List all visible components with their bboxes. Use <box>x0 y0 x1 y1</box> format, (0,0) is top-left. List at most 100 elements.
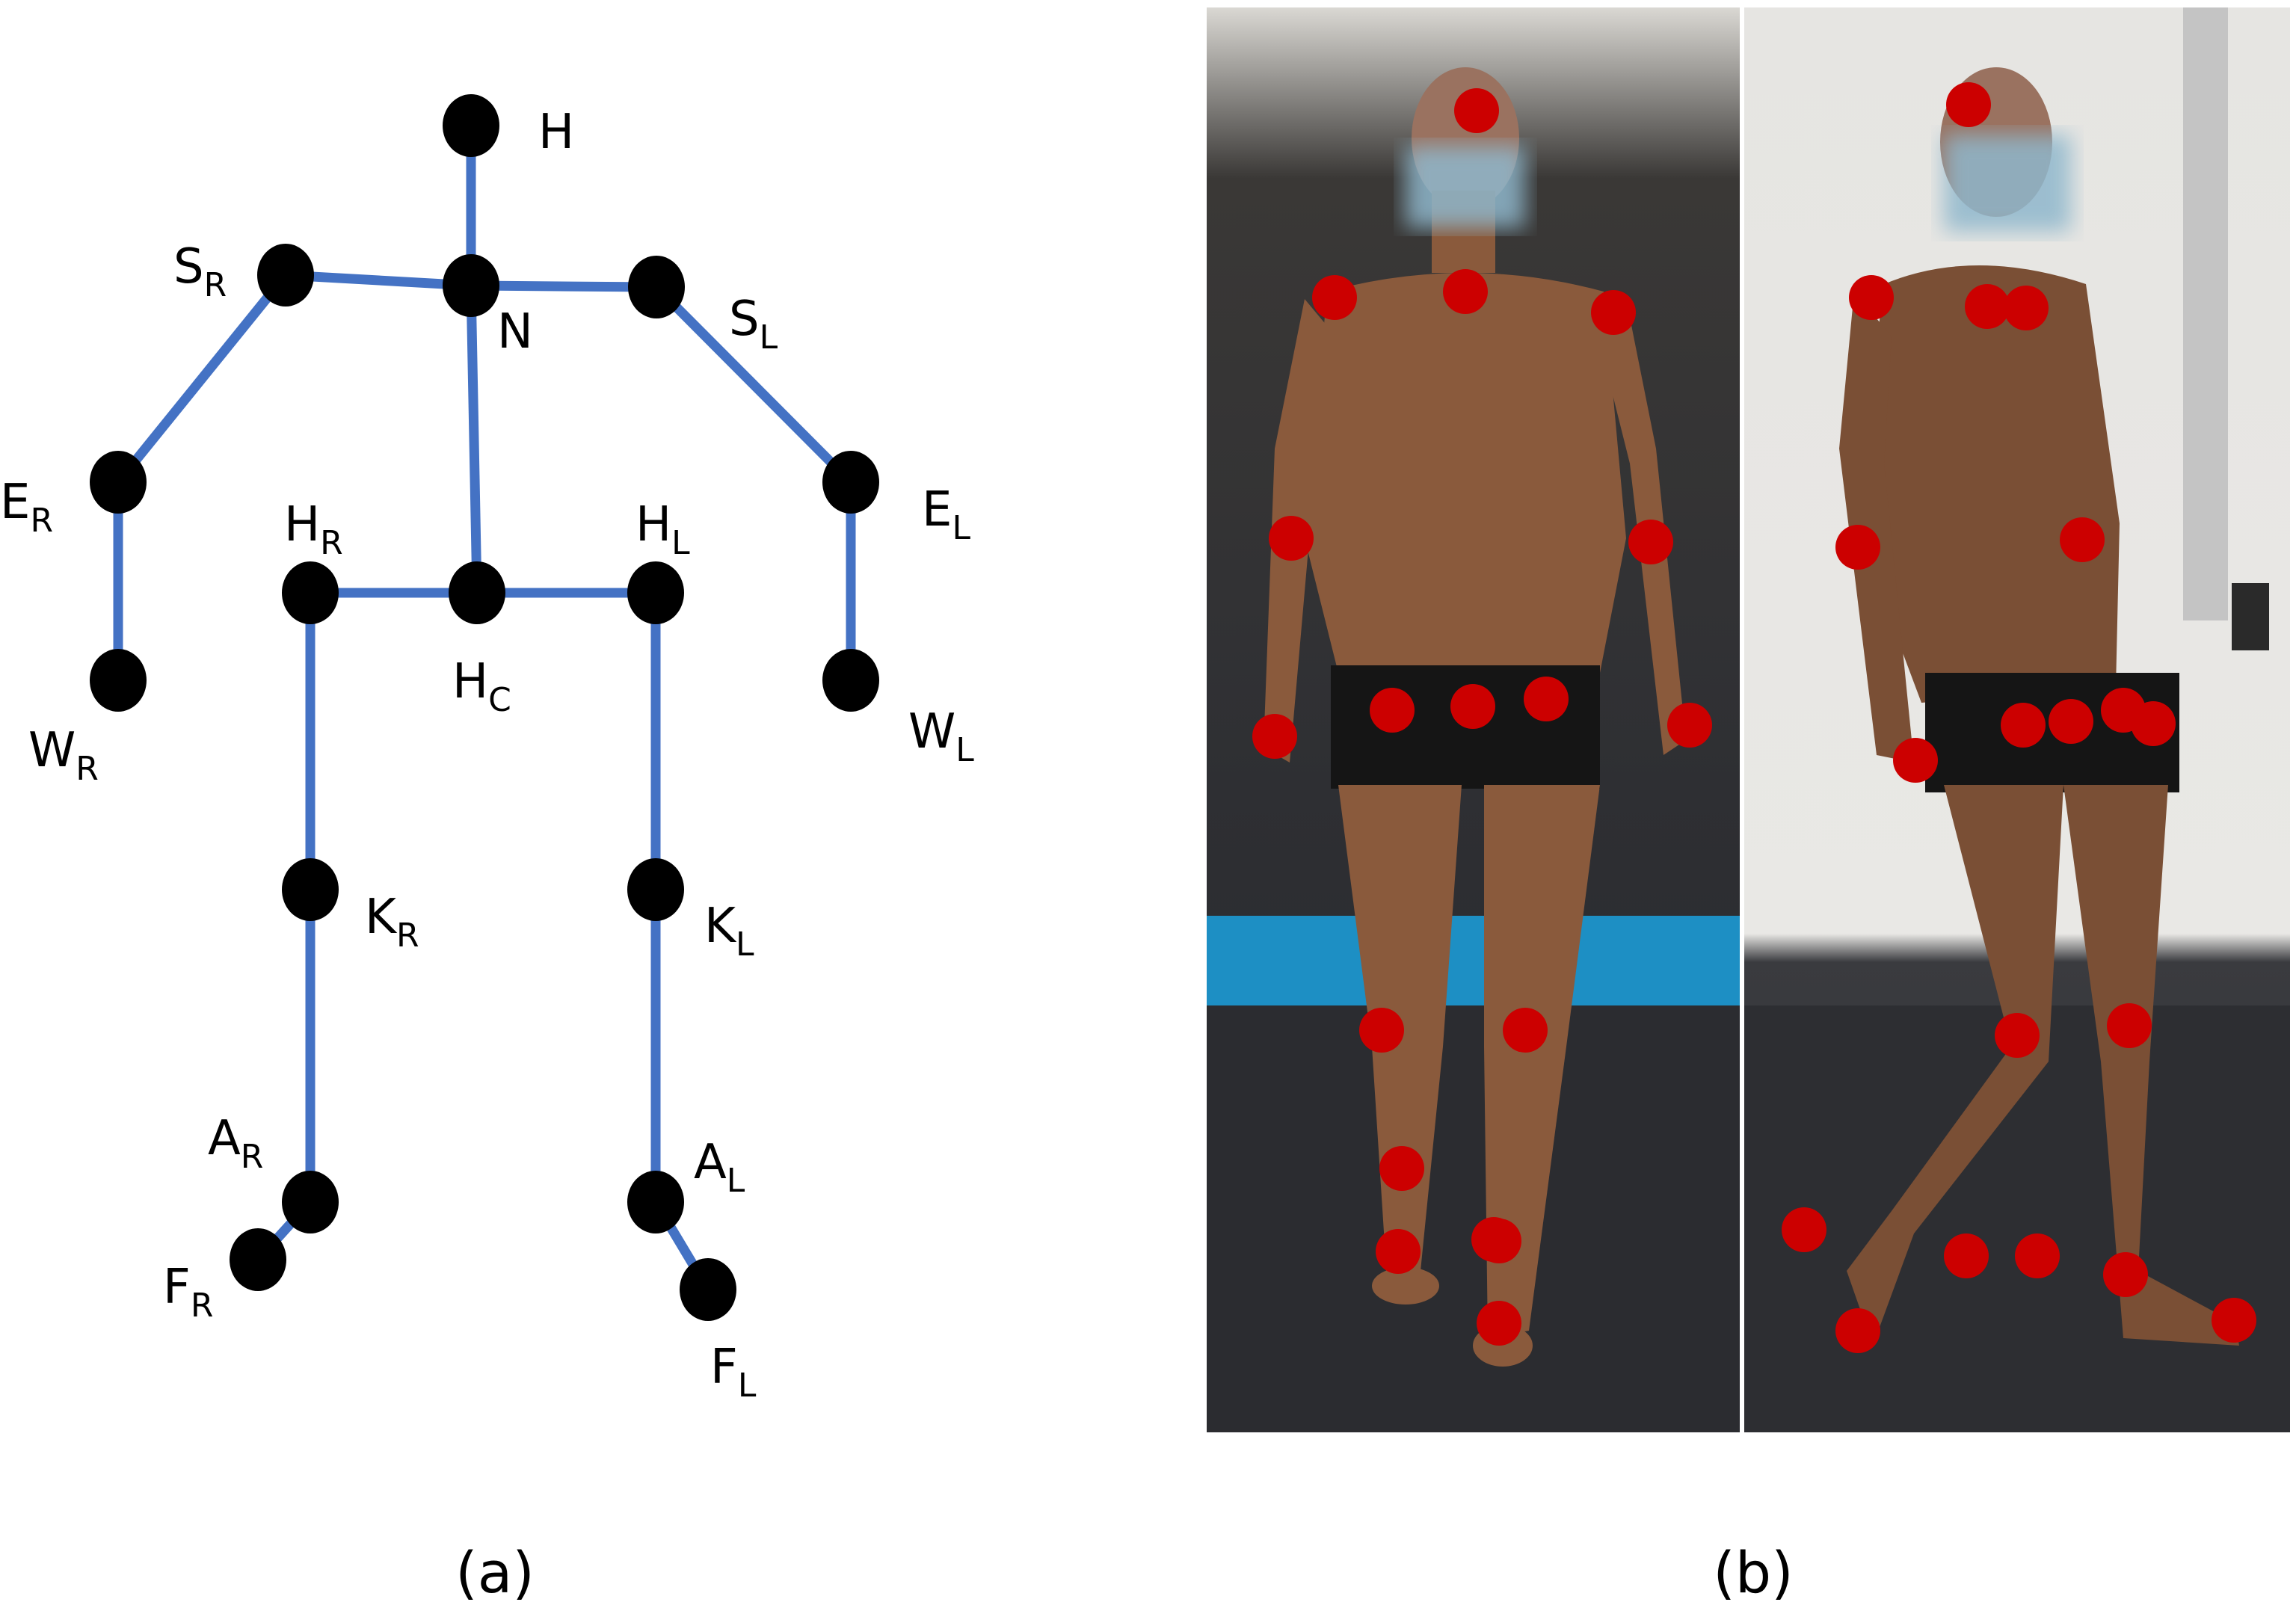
joint-label-base: A <box>694 1135 727 1190</box>
frontal-marker-6 <box>1252 714 1297 759</box>
frontal-photo <box>1207 7 1742 1432</box>
joint-label-ER: ER <box>0 475 53 540</box>
sagittal-photo <box>1742 7 2290 1432</box>
joint-KR <box>282 858 339 921</box>
joint-label-sub: C <box>488 681 511 719</box>
sagittal-marker-18 <box>2015 1233 2060 1278</box>
sagittal-marker-6 <box>1893 738 1938 783</box>
frontal-marker-11 <box>1359 1008 1404 1053</box>
panel-b-caption: (b) <box>1713 1539 1794 1606</box>
joint-SL <box>628 256 685 318</box>
joint-FR <box>230 1228 286 1291</box>
wall-rail <box>2183 7 2228 620</box>
frontal-marker-16 <box>1477 1301 1521 1346</box>
joint-WL <box>822 649 879 712</box>
bone-N-SR <box>285 270 472 291</box>
joint-label-HC: HC <box>452 654 511 719</box>
skeleton-joints <box>90 94 879 1321</box>
joint-label-H: H <box>538 105 574 160</box>
frontal-marker-17 <box>1471 1217 1516 1262</box>
sagittal-marker-0 <box>1946 82 1991 127</box>
frontal-marker-0 <box>1454 88 1499 133</box>
frontal-marker-4 <box>1269 516 1314 561</box>
joint-label-sub: R <box>396 917 419 955</box>
frontal-marker-1 <box>1312 275 1357 320</box>
frontal-marker-2 <box>1443 269 1488 314</box>
joint-label-base: N <box>497 304 533 360</box>
joint-label-WL: WL <box>908 704 974 769</box>
joint-label-sub: L <box>952 509 970 547</box>
frontal-marker-3 <box>1591 290 1636 335</box>
joint-label-sub: R <box>320 524 343 562</box>
sagittal-marker-8 <box>2049 699 2093 744</box>
joint-label-sub: L <box>738 1367 757 1405</box>
sagittal-marker-1 <box>1849 275 1894 320</box>
joint-label-base: W <box>28 723 76 778</box>
joint-label-KL: KL <box>704 899 754 964</box>
joint-label-sub: L <box>955 731 974 769</box>
joint-label-AR: AR <box>208 1111 263 1176</box>
blue-mat <box>1207 916 1742 1005</box>
joint-label-SL: SL <box>729 292 778 357</box>
joint-label-base: F <box>710 1340 738 1395</box>
sagittal-marker-11 <box>1995 1013 2040 1058</box>
sagittal-marker-13 <box>1782 1207 1826 1252</box>
joint-label-AL: AL <box>694 1135 745 1200</box>
sagittal-marker-2 <box>1965 284 2010 329</box>
joint-label-FL: FL <box>710 1340 757 1405</box>
frontal-marker-13 <box>1379 1146 1424 1191</box>
joint-label-base: H <box>538 105 574 160</box>
joint-H <box>443 94 499 157</box>
joint-HL <box>627 561 684 624</box>
joint-label-KR: KR <box>365 890 419 955</box>
joint-AR <box>282 1171 339 1233</box>
sagittal-marker-4 <box>1835 525 1880 570</box>
joint-label-base: E <box>0 475 30 530</box>
sagittal-marker-15 <box>2103 1252 2148 1297</box>
sagittal-marker-7 <box>2001 703 2046 748</box>
frontal-marker-12 <box>1503 1008 1548 1053</box>
annotated-photos: (b) <box>1207 7 2290 1606</box>
joint-label-base: A <box>208 1111 241 1166</box>
joint-label-sub: R <box>76 750 99 788</box>
bone-SL-EL <box>653 283 855 486</box>
joint-label-sub: L <box>727 1162 745 1200</box>
joint-HR <box>282 561 339 624</box>
sagittal-marker-12 <box>2107 1003 2152 1048</box>
joint-label-base: S <box>173 239 204 295</box>
joint-label-HR: HR <box>284 497 343 562</box>
frontal-marker-9 <box>1524 677 1569 721</box>
sagittal-marker-5 <box>2060 517 2105 562</box>
panel-a-caption: (a) <box>455 1539 535 1606</box>
joint-HC <box>449 561 505 624</box>
joint-label-EL: EL <box>922 482 970 547</box>
joint-label-N: N <box>497 304 533 360</box>
joint-label-base: H <box>284 497 320 552</box>
joint-label-WR: WR <box>28 723 99 788</box>
frontal-markers <box>1252 88 1712 1346</box>
joint-KL <box>627 858 684 921</box>
blurred-face <box>1406 146 1525 228</box>
joint-label-HL: HL <box>635 497 690 562</box>
sagittal-markers <box>1782 82 2256 1353</box>
frontal-marker-5 <box>1628 520 1673 564</box>
joint-label-base: S <box>729 292 760 347</box>
wall-camera <box>2232 583 2269 650</box>
bone-N-HC <box>466 285 482 594</box>
joint-WR <box>90 649 147 712</box>
sagittal-marker-16 <box>2212 1298 2256 1343</box>
sagittal-marker-14 <box>1835 1308 1880 1353</box>
joint-SR <box>257 244 314 307</box>
sagittal-marker-10 <box>2131 701 2176 746</box>
joint-label-FR: FR <box>163 1260 213 1325</box>
joint-AL <box>627 1171 684 1233</box>
frontal-person-silhouette <box>1264 67 1686 1367</box>
joint-label-SR: SR <box>173 239 227 304</box>
joint-label-base: K <box>365 890 398 945</box>
joint-label-sub: R <box>204 266 227 304</box>
sagittal-marker-3 <box>2004 286 2049 330</box>
joint-ER <box>90 451 147 514</box>
joint-label-sub: R <box>191 1287 214 1325</box>
